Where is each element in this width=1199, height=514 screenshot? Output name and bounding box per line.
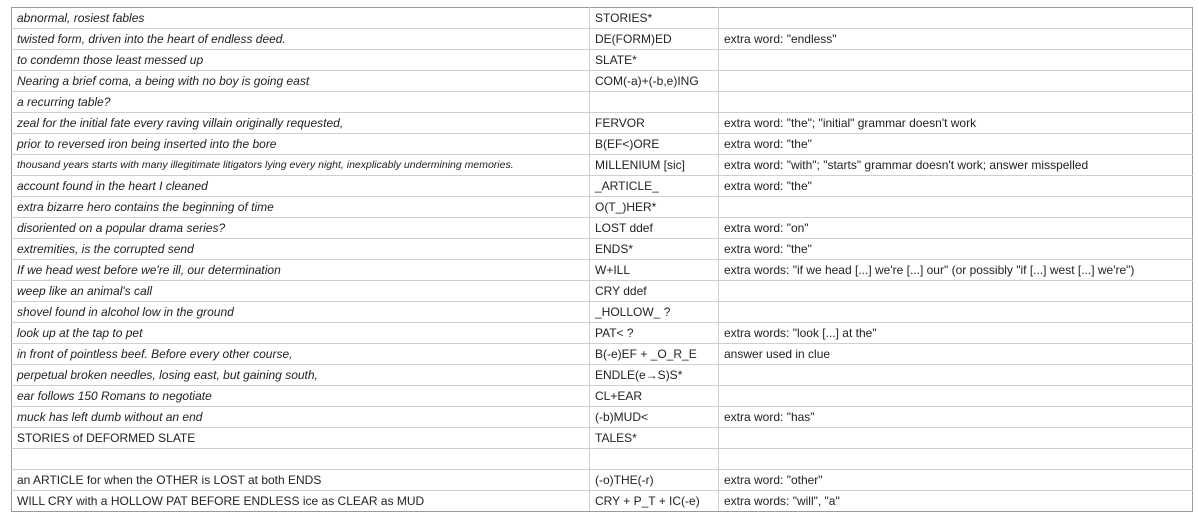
note-cell[interactable] (718, 427, 1193, 449)
clue-cell[interactable]: muck has left dumb without an end (11, 406, 590, 428)
answer-cell[interactable]: B(EF<)ORE (589, 133, 719, 155)
clue-cell[interactable]: to condemn those least messed up (11, 49, 590, 71)
note-cell[interactable] (718, 196, 1193, 218)
clue-cell[interactable]: twisted form, driven into the heart of e… (11, 28, 590, 50)
note-cell[interactable]: extra word: "the" (718, 175, 1193, 197)
answer-cell[interactable]: SLATE* (589, 49, 719, 71)
answer-cell[interactable]: _ARTICLE_ (589, 175, 719, 197)
note-cell[interactable] (718, 7, 1193, 29)
answer-cell[interactable]: (-b)MUD< (589, 406, 719, 428)
clue-cell[interactable]: If we head west before we're ill, our de… (11, 259, 590, 281)
answer-cell[interactable]: W+ILL (589, 259, 719, 281)
note-cell[interactable] (718, 70, 1193, 92)
table-row: disoriented on a popular drama series?LO… (11, 217, 1193, 239)
note-cell[interactable] (718, 301, 1193, 323)
table-row: shovel found in alcohol low in the groun… (11, 301, 1193, 323)
table-row: perpetual broken needles, losing east, b… (11, 364, 1193, 386)
note-cell[interactable]: extra words: "look [...] at the" (718, 322, 1193, 344)
answer-cell[interactable]: COM(-a)+(-b,e)ING (589, 70, 719, 92)
clue-cell[interactable]: shovel found in alcohol low in the groun… (11, 301, 590, 323)
answer-cell[interactable]: LOST ddef (589, 217, 719, 239)
answer-cell[interactable]: DE(FORM)ED (589, 28, 719, 50)
note-cell[interactable]: extra word: "has" (718, 406, 1193, 428)
clue-cell[interactable]: extremities, is the corrupted send (11, 238, 590, 260)
answer-cell[interactable]: _HOLLOW_ ? (589, 301, 719, 323)
table-row: Nearing a brief coma, a being with no bo… (11, 70, 1193, 92)
clue-cell[interactable]: look up at the tap to pet (11, 322, 590, 344)
clue-cell[interactable]: in front of pointless beef. Before every… (11, 343, 590, 365)
note-cell[interactable]: extra word: "endless" (718, 28, 1193, 50)
clue-cell[interactable]: abnormal, rosiest fables (11, 7, 590, 29)
table-row: in front of pointless beef. Before every… (11, 343, 1193, 365)
clue-cell[interactable] (11, 448, 590, 470)
note-cell[interactable] (718, 280, 1193, 302)
note-cell[interactable]: extra word: "other" (718, 469, 1193, 491)
answer-cell[interactable]: CL+EAR (589, 385, 719, 407)
answer-cell[interactable]: STORIES* (589, 7, 719, 29)
table-row: WILL CRY with a HOLLOW PAT BEFORE ENDLES… (11, 490, 1193, 512)
clue-cell[interactable]: an ARTICLE for when the OTHER is LOST at… (11, 469, 590, 491)
answer-cell[interactable]: ENDLE(e→S)S* (589, 364, 719, 386)
clue-cell[interactable]: zeal for the initial fate every raving v… (11, 112, 590, 134)
table-row: If we head west before we're ill, our de… (11, 259, 1193, 281)
answer-cell[interactable]: O(T_)HER* (589, 196, 719, 218)
note-cell[interactable]: extra word: "the" (718, 133, 1193, 155)
note-cell[interactable]: extra word: "on" (718, 217, 1193, 239)
table-row (11, 448, 1193, 470)
table-row: prior to reversed iron being inserted in… (11, 133, 1193, 155)
answer-cell[interactable]: CRY ddef (589, 280, 719, 302)
table-row: extra bizarre hero contains the beginnin… (11, 196, 1193, 218)
clue-cell[interactable]: STORIES of DEFORMED SLATE (11, 427, 590, 449)
table-row: a recurring table? (11, 91, 1193, 113)
answer-cell[interactable]: ENDS* (589, 238, 719, 260)
note-cell[interactable] (718, 448, 1193, 470)
answer-cell[interactable] (589, 448, 719, 470)
answer-cell[interactable]: CRY + P_T + IC(-e) (589, 490, 719, 512)
note-cell[interactable]: extra word: "the" (718, 238, 1193, 260)
note-cell[interactable]: extra word: "the"; "initial" grammar doe… (718, 112, 1193, 134)
answer-cell[interactable] (589, 91, 719, 113)
clue-cell[interactable]: WILL CRY with a HOLLOW PAT BEFORE ENDLES… (11, 490, 590, 512)
note-cell[interactable]: answer used in clue (718, 343, 1193, 365)
clue-cell[interactable]: extra bizarre hero contains the beginnin… (11, 196, 590, 218)
clue-cell[interactable]: disoriented on a popular drama series? (11, 217, 590, 239)
clue-cell[interactable]: perpetual broken needles, losing east, b… (11, 364, 590, 386)
note-cell[interactable]: extra words: "will", "a" (718, 490, 1193, 512)
answer-cell[interactable]: TALES* (589, 427, 719, 449)
clue-cell[interactable]: account found in the heart I cleaned (11, 175, 590, 197)
answer-cell[interactable]: MILLENIUM [sic] (589, 154, 719, 176)
note-cell[interactable] (718, 91, 1193, 113)
note-cell[interactable]: extra words: "if we head [...] we're [..… (718, 259, 1193, 281)
clue-cell[interactable]: weep like an animal's call (11, 280, 590, 302)
answer-cell[interactable]: (-o)THE(-r) (589, 469, 719, 491)
answer-cell[interactable]: PAT< ? (589, 322, 719, 344)
table-row: account found in the heart I cleaned_ART… (11, 175, 1193, 197)
note-cell[interactable] (718, 49, 1193, 71)
clue-cell[interactable]: a recurring table? (11, 91, 590, 113)
note-cell[interactable] (718, 385, 1193, 407)
answer-cell[interactable]: FERVOR (589, 112, 719, 134)
clue-cell[interactable]: ear follows 150 Romans to negotiate (11, 385, 590, 407)
answer-cell[interactable]: B(-e)EF + _O_R_E (589, 343, 719, 365)
clue-cell[interactable]: prior to reversed iron being inserted in… (11, 133, 590, 155)
table-row: muck has left dumb without an end(-b)MUD… (11, 406, 1193, 428)
note-cell[interactable] (718, 364, 1193, 386)
clue-cell[interactable]: Nearing a brief coma, a being with no bo… (11, 70, 590, 92)
table-row: thousand years starts with many illegiti… (11, 154, 1193, 176)
note-cell[interactable]: extra word: "with"; "starts" grammar doe… (718, 154, 1193, 176)
table-row: an ARTICLE for when the OTHER is LOST at… (11, 469, 1193, 491)
clue-cell[interactable]: thousand years starts with many illegiti… (11, 154, 590, 176)
table-row: twisted form, driven into the heart of e… (11, 28, 1193, 50)
table-row: zeal for the initial fate every raving v… (11, 112, 1193, 134)
